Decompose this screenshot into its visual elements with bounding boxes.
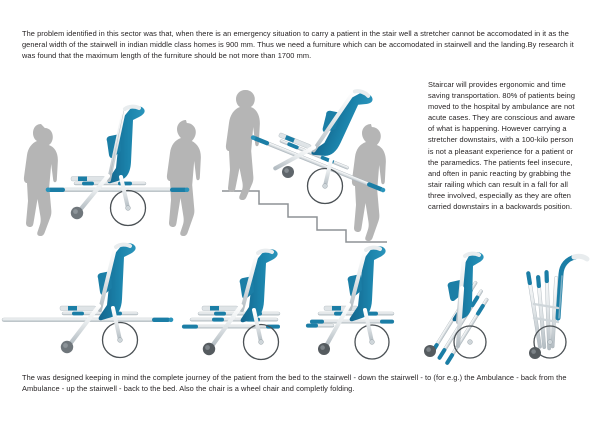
chair-large-wheel-3 xyxy=(354,308,390,360)
stretcher-caster-wheel xyxy=(70,206,84,220)
illustration-stretcher-stairs xyxy=(212,84,424,246)
stretcher-seat-plate-inclined xyxy=(278,132,312,150)
chair-detached-handle xyxy=(305,323,335,328)
intro-paragraph: The problem identified in this sector wa… xyxy=(22,29,574,61)
chair-backrest-frame-3 xyxy=(348,245,382,311)
chair-folded-handle xyxy=(555,253,590,321)
chair-large-wheel-2 xyxy=(242,308,280,361)
chair-caster-wheel-2 xyxy=(202,342,216,356)
chair-front-strut-2 xyxy=(209,303,244,349)
illustration-chair-fully-folded xyxy=(512,246,596,366)
stretcher-caster-wheel-stairs xyxy=(282,166,294,178)
chair-cross-braces xyxy=(532,302,560,324)
stretcher-large-wheel-stairs xyxy=(306,158,344,205)
chair-seat-plate-3 xyxy=(323,305,359,311)
stretcher-seat-plate xyxy=(70,176,106,182)
silhouette-person-rear xyxy=(23,124,58,236)
silhouette-person-front xyxy=(166,120,201,236)
chair-caster-wheel-5 xyxy=(529,347,541,359)
chair-front-strut xyxy=(67,303,102,347)
illustration-chair-upright-folding xyxy=(418,246,528,366)
chair-backrest-fabric-2 xyxy=(239,249,278,323)
chair-seat-plate xyxy=(59,305,97,311)
chair-vertical-strut-4 xyxy=(455,285,465,349)
chair-bundled-tubes xyxy=(526,269,559,351)
stretcher-carry-pole xyxy=(45,187,190,193)
chair-secondary-rail xyxy=(61,311,139,316)
chair-rail-lower-3 xyxy=(309,319,395,324)
chair-backrest-frame xyxy=(98,242,132,312)
chair-backrest-frame-2 xyxy=(240,248,274,312)
silhouette-person-upper xyxy=(225,90,260,200)
stretcher-front-strut xyxy=(77,173,111,213)
chair-caster-wheel-4 xyxy=(424,345,436,357)
stretcher-large-wheel xyxy=(109,175,147,227)
closing-paragraph: The was designed keeping in mind the com… xyxy=(22,373,567,394)
illustration-chair-extended xyxy=(1,242,196,366)
chair-large-wheel-5 xyxy=(533,325,567,359)
side-note-paragraph: Staircar will provides ergonomic and tim… xyxy=(428,80,576,212)
stairs-outline xyxy=(222,190,387,243)
chair-seat-plate-2 xyxy=(201,305,239,311)
stretcher-backrest-fabric-inclined xyxy=(311,89,373,156)
chair-large-wheel-4 xyxy=(453,325,487,359)
stretcher-carry-pole-inclined xyxy=(250,135,386,193)
chair-backrest-fabric xyxy=(97,243,136,321)
illustration-chair-partly-folded xyxy=(181,246,335,366)
stretcher-front-strut-inclined xyxy=(273,145,317,171)
illustration-stretcher-level xyxy=(8,84,223,246)
chair-large-wheel xyxy=(101,306,139,359)
chair-caster-wheel-3 xyxy=(318,343,330,355)
chair-front-strut-3 xyxy=(323,302,352,349)
stretcher-backrest-frame xyxy=(107,104,141,182)
chair-caster-wheel xyxy=(60,340,74,354)
illustration-chair-seat-folded xyxy=(309,245,450,366)
